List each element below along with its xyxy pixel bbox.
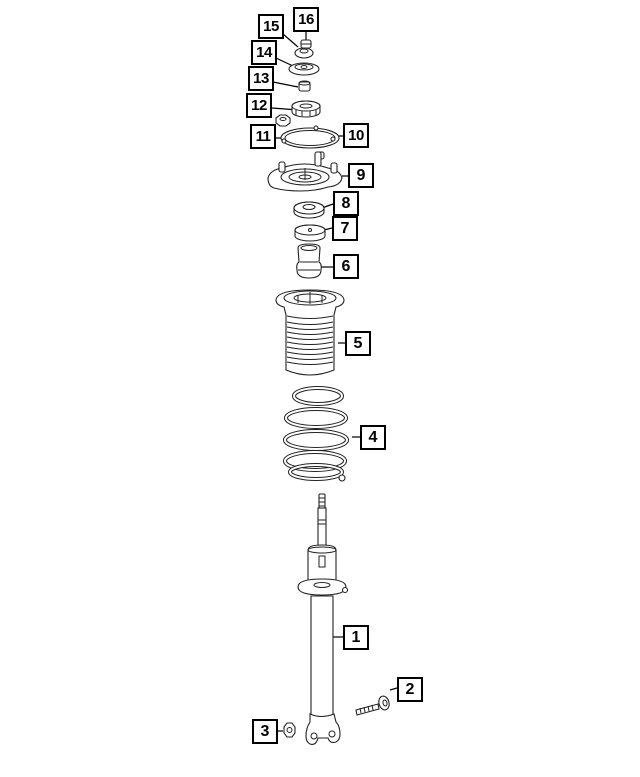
callout-2-bolt[interactable]: 2 [397, 677, 423, 702]
part-12-lower-bushing [291, 100, 321, 118]
leader-lines [271, 32, 398, 732]
part-10-gasket [280, 125, 340, 149]
callout-1-shock-absorber[interactable]: 1 [343, 625, 369, 650]
callout-8-spring-seat[interactable]: 8 [333, 191, 359, 216]
part-04-coil-spring [283, 386, 349, 482]
part-13-spacer [298, 80, 311, 92]
callout-16-strut-nut[interactable]: 16 [293, 7, 319, 32]
part-06-jounce-bumper [296, 243, 322, 279]
callout-13-spacer[interactable]: 13 [248, 66, 274, 91]
part-15-washer [294, 47, 314, 59]
callout-5-dust-boot[interactable]: 5 [345, 331, 371, 356]
part-03-nut [283, 722, 296, 738]
callout-9-upper-mount[interactable]: 9 [348, 163, 374, 188]
part-16-strut-nut [300, 39, 312, 49]
callout-15-washer[interactable]: 15 [258, 14, 284, 39]
part-14-upper-bushing [288, 62, 320, 76]
part-09-upper-mount [267, 151, 343, 192]
part-07-spring-isolator [294, 224, 326, 242]
callout-11-mount-nut[interactable]: 11 [250, 124, 276, 149]
part-01-shock-absorber [297, 493, 349, 745]
callout-4-coil-spring[interactable]: 4 [360, 425, 386, 450]
part-08-spring-seat [293, 201, 325, 219]
part-11-mount-nut [275, 114, 291, 127]
callout-10-gasket[interactable]: 10 [343, 123, 369, 148]
part-02-bolt [355, 695, 390, 716]
callout-7-spring-isolator[interactable]: 7 [332, 216, 358, 241]
callout-14-upper-bushing[interactable]: 14 [251, 40, 277, 65]
callout-3-nut[interactable]: 3 [252, 719, 278, 744]
callout-12-lower-bushing[interactable]: 12 [246, 93, 272, 118]
part-05-dust-boot [275, 289, 345, 376]
callout-6-jounce-bumper[interactable]: 6 [333, 254, 359, 279]
